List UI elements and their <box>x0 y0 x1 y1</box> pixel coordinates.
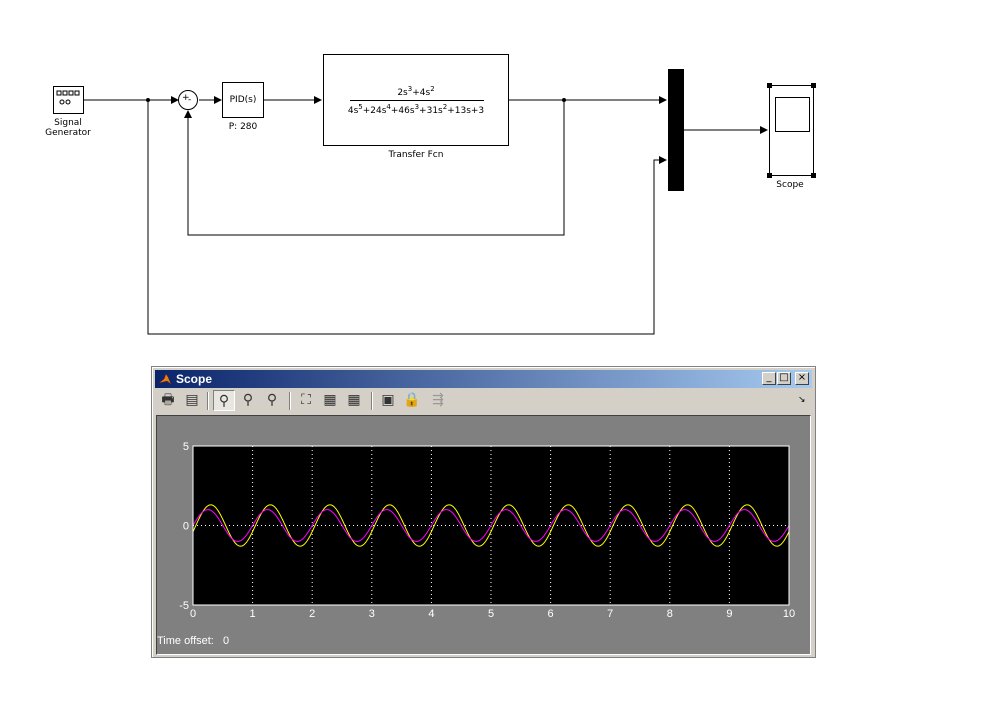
mux-block[interactable] <box>668 69 684 191</box>
print-icon: 🖶 <box>161 392 175 408</box>
close-button[interactable]: × <box>795 372 809 385</box>
zoom-x-button[interactable]: ⚲ <box>237 390 259 411</box>
floating-scope-button[interactable]: ▣ <box>377 390 399 411</box>
tf-term: +31s <box>419 106 443 116</box>
tf-exponent: 3 <box>414 103 420 111</box>
x-tick-label: 2 <box>309 608 315 620</box>
tf-term: +4s <box>412 88 431 98</box>
branch-point <box>562 98 566 102</box>
pid-block-text: PID(s) <box>229 95 257 105</box>
y-tick-label: -5 <box>179 600 189 612</box>
signal-generator-block[interactable] <box>53 86 84 114</box>
x-tick-label: 3 <box>369 608 375 620</box>
tf-term: 4s <box>347 106 359 116</box>
x-tick-label: 4 <box>428 608 434 620</box>
save-axes-button[interactable]: ▦ <box>319 390 341 411</box>
x-tick-label: 6 <box>548 608 554 620</box>
signal-selection-icon: ⇶ <box>432 392 444 408</box>
x-tick-label: 1 <box>250 608 256 620</box>
scope-screen-icon <box>775 97 810 132</box>
autoscale-icon: ⛶ <box>301 392 311 408</box>
plot-frame <box>192 445 790 606</box>
matlab-logo-icon <box>158 373 172 385</box>
tf-term: 2s <box>397 88 408 98</box>
zoom-x-icon: ⚲ <box>242 392 254 408</box>
series-line-2 <box>192 509 790 542</box>
scope-titlebar[interactable]: Scope _ □ × <box>155 370 812 388</box>
x-tick-label: 10 <box>783 608 795 620</box>
zoom-y-icon: ⚲ <box>266 392 278 408</box>
transfer-fcn-label: Transfer Fcn <box>388 150 444 160</box>
selection-handle[interactable] <box>811 83 816 88</box>
line-reference-to-mux <box>147 100 667 335</box>
parameters-button[interactable]: ▤ <box>181 390 203 411</box>
x-tick-label: 0 <box>190 608 196 620</box>
zoom-y-button[interactable]: ⚲ <box>261 390 283 411</box>
toolbar-separator <box>371 392 373 410</box>
x-tick-label: 9 <box>726 608 732 620</box>
x-tick-label: 8 <box>667 608 673 620</box>
signal-selection-button[interactable]: ⇶ <box>427 390 449 411</box>
x-tick-label: 7 <box>607 608 613 620</box>
restore-axes-icon: ▦ <box>347 392 361 408</box>
sum-minus-sign: - <box>188 95 192 105</box>
pid-controller-block[interactable]: PID(s) <box>222 82 264 118</box>
pid-parameter-label: P: 280 <box>228 122 258 132</box>
scope-toolbar: 🖶 ▤ ⚲ ⚲ ⚲ ⛶ ▦ ▦ ▣ 🔒 ⇶ ↘ <box>155 389 812 413</box>
minimize-button[interactable]: _ <box>762 372 776 385</box>
tf-term: +46s <box>390 106 415 116</box>
sum-block[interactable]: + - <box>178 90 198 110</box>
tf-exponent: 2 <box>442 103 448 111</box>
toolbar-separator <box>207 392 209 410</box>
y-tick-label: 0 <box>183 521 189 533</box>
selection-handle[interactable] <box>811 173 816 178</box>
tf-term: +24s <box>362 106 387 116</box>
tf-term: +13s+3 <box>447 106 485 116</box>
tf-exponent: 5 <box>358 103 363 111</box>
zoom-icon: ⚲ <box>218 393 230 409</box>
save-axes-icon: ▦ <box>323 392 337 408</box>
autoscale-button[interactable]: ⛶ <box>295 390 317 411</box>
tf-numerator: 2s3+4s2 <box>324 85 508 98</box>
scope-block-label: Scope <box>776 180 804 190</box>
x-tick-label: 5 <box>488 608 494 620</box>
y-tick-label: 5 <box>183 441 189 453</box>
selection-handle[interactable] <box>767 83 772 88</box>
selection-handle[interactable] <box>767 173 772 178</box>
lock-axes-icon: 🔒 <box>403 392 421 408</box>
time-offset-label: Time offset: <box>157 635 214 647</box>
scope-block[interactable] <box>767 83 816 178</box>
maximize-button[interactable]: □ <box>777 372 791 385</box>
branch-point <box>146 98 150 102</box>
model-connections <box>84 96 768 335</box>
signal-generator-icon <box>56 90 80 105</box>
signal-generator-label: Signal Generator <box>45 118 91 138</box>
toolbar-separator <box>289 392 291 410</box>
tf-denominator: 4s5+24s4+46s3+31s2+13s+3 <box>324 103 508 116</box>
print-button[interactable]: 🖶 <box>157 390 179 411</box>
lock-axes-button[interactable]: 🔒 <box>401 390 423 411</box>
scope-window: Scope _ □ × 🖶 ▤ ⚲ ⚲ ⚲ ⛶ ▦ ▦ ▣ 🔒 ⇶ ↘ 0 1 2 3… <box>151 366 816 658</box>
tf-exponent: 4 <box>386 103 391 111</box>
transfer-fcn-block[interactable]: 2s3+4s2 4s5+24s4+46s3+31s2+13s+3 <box>323 54 509 146</box>
parameters-icon: ▤ <box>185 392 199 408</box>
tf-exponent: 2 <box>430 85 435 93</box>
toolbar-dock-arrow-icon[interactable]: ↘ <box>798 395 806 405</box>
tf-exponent: 3 <box>407 85 413 93</box>
time-offset-value: 0 <box>223 635 230 647</box>
scope-window-title: Scope <box>176 372 213 386</box>
floating-scope-icon: ▣ <box>381 392 395 408</box>
restore-axes-button[interactable]: ▦ <box>343 390 365 411</box>
zoom-button[interactable]: ⚲ <box>213 390 235 411</box>
line-feedback <box>184 100 565 236</box>
tf-fraction-bar <box>350 100 484 101</box>
sum-plus-sign: + <box>182 93 190 103</box>
